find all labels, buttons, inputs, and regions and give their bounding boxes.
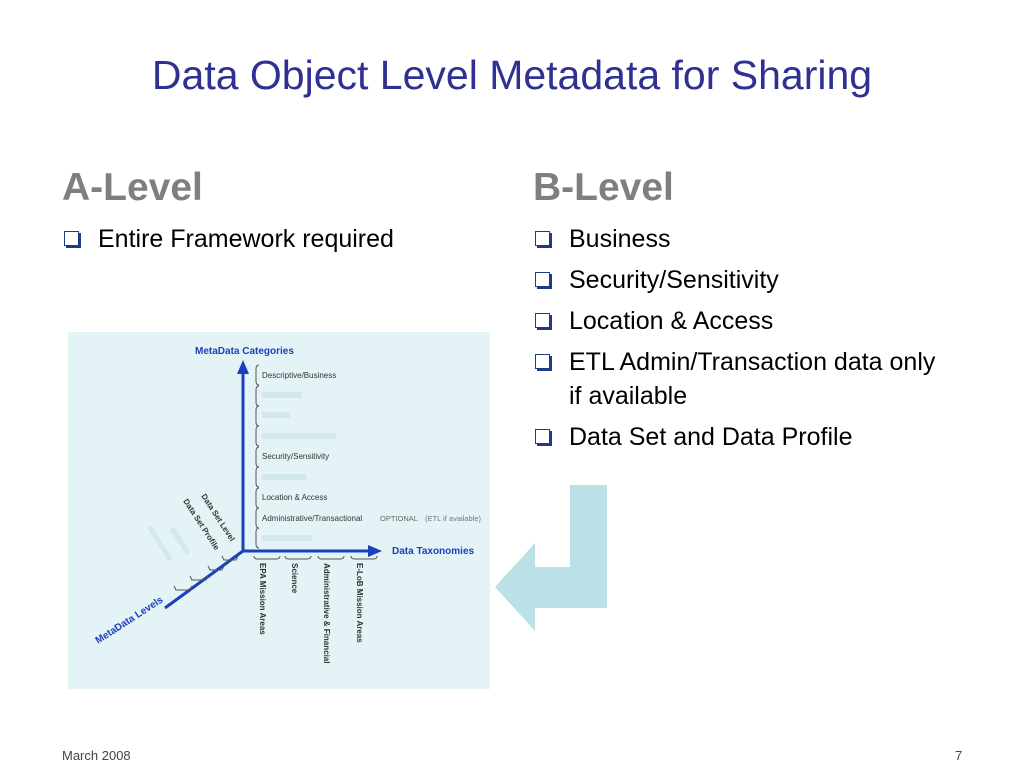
taxonomy-label: E-LoB Mission Areas bbox=[355, 563, 364, 643]
bullet-item: Security/Sensitivity bbox=[533, 263, 953, 297]
category-brackets bbox=[255, 364, 260, 549]
taxonomy-label: Science bbox=[290, 563, 299, 594]
faint-level-rows bbox=[146, 525, 191, 562]
a-level-bullet-list: Entire Framework required bbox=[62, 222, 462, 263]
checkbox-bullet-icon bbox=[535, 272, 550, 287]
bullet-item: Data Set and Data Profile bbox=[533, 420, 953, 454]
page-number: 7 bbox=[955, 748, 963, 763]
b-level-bullet-list: Business Security/Sensitivity Location &… bbox=[533, 222, 953, 461]
bullet-item: ETL Admin/Transaction data only if avail… bbox=[533, 345, 953, 413]
optional-label: OPTIONAL bbox=[380, 514, 418, 523]
return-arrow-icon bbox=[495, 485, 607, 631]
footer-date: March 2008 bbox=[62, 748, 131, 763]
x-axis-label: Data Taxonomies bbox=[392, 546, 474, 557]
y-axis-label: MetaData Categories bbox=[195, 346, 294, 357]
checkbox-bullet-icon bbox=[64, 231, 79, 246]
z-axis-label: MetaData Levels bbox=[94, 594, 166, 646]
a-level-heading: A-Level bbox=[62, 166, 203, 209]
taxonomy-label: EPA Mission Areas bbox=[258, 563, 267, 635]
checkbox-bullet-icon bbox=[535, 231, 550, 246]
bullet-item: Location & Access bbox=[533, 304, 953, 338]
checkbox-bullet-icon bbox=[535, 313, 550, 328]
x-axis-arrowhead-icon bbox=[368, 545, 382, 557]
faint-category-rows bbox=[262, 392, 336, 541]
bullet-item: Business bbox=[533, 222, 953, 256]
taxonomy-label: Administrative & Financial bbox=[322, 563, 331, 663]
category-label: Administrative/Transactional bbox=[262, 514, 362, 523]
slide-title: Data Object Level Metadata for Sharing bbox=[151, 52, 873, 98]
checkbox-bullet-icon bbox=[535, 354, 550, 369]
checkbox-bullet-icon bbox=[535, 429, 550, 444]
level-brackets bbox=[173, 555, 239, 591]
taxonomy-brackets bbox=[253, 555, 378, 560]
category-label: Security/Sensitivity bbox=[262, 452, 329, 461]
optional-note: (ETL if available) bbox=[425, 514, 481, 523]
category-label: Descriptive/Business bbox=[262, 371, 336, 380]
y-axis-arrowhead-icon bbox=[237, 360, 249, 374]
diagram-svg: MetaData Categories Data Taxonomies Meta… bbox=[94, 346, 482, 663]
b-level-heading: B-Level bbox=[533, 166, 674, 209]
bullet-item: Entire Framework required bbox=[62, 222, 462, 256]
metadata-framework-diagram: MetaData Categories Data Taxonomies Meta… bbox=[68, 332, 490, 689]
category-label: Location & Access bbox=[262, 493, 327, 502]
